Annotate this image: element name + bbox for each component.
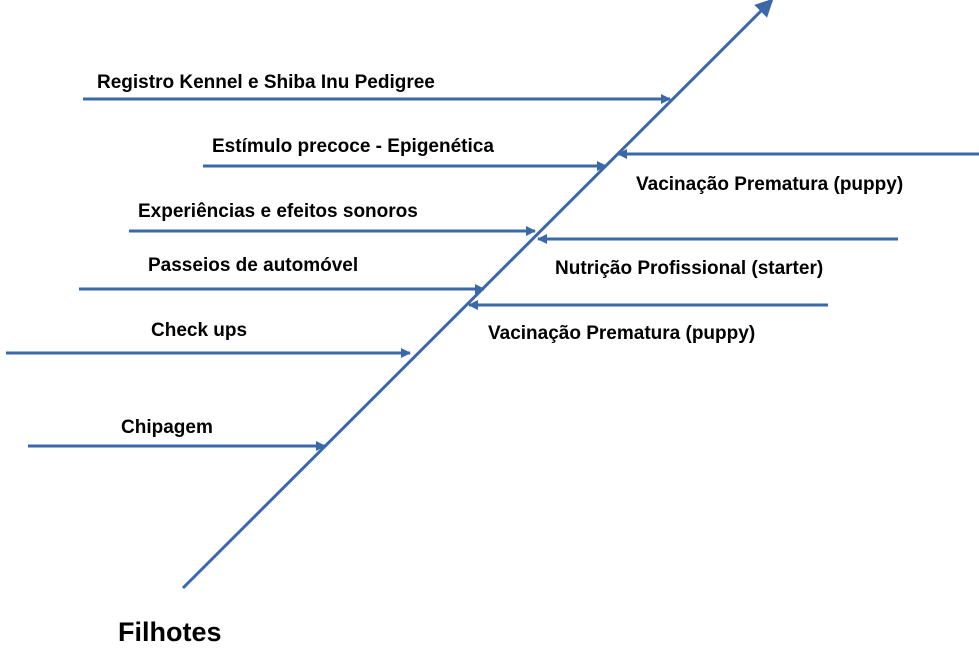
cause-label-left-3: Experiências e efeitos sonoros	[138, 201, 418, 222]
cause-label-left-1: Registro Kennel e Shiba Inu Pedigree	[97, 72, 435, 93]
spine-arrow	[181, 0, 774, 590]
effect-label: Filhotes	[118, 617, 222, 647]
cause-label-left-2: Estímulo precoce - Epigenética	[212, 136, 494, 157]
cause-label-right-2: Nutrição Profissional (starter)	[555, 258, 823, 279]
cause-label-right-3: Vacinação Prematura (puppy)	[488, 323, 755, 344]
cause-label-left-6: Chipagem	[121, 417, 213, 438]
cause-label-left-4: Passeios de automóvel	[148, 255, 358, 276]
cause-label-left-5: Check ups	[151, 320, 247, 341]
cause-label-right-1: Vacinação Prematura (puppy)	[636, 174, 903, 195]
